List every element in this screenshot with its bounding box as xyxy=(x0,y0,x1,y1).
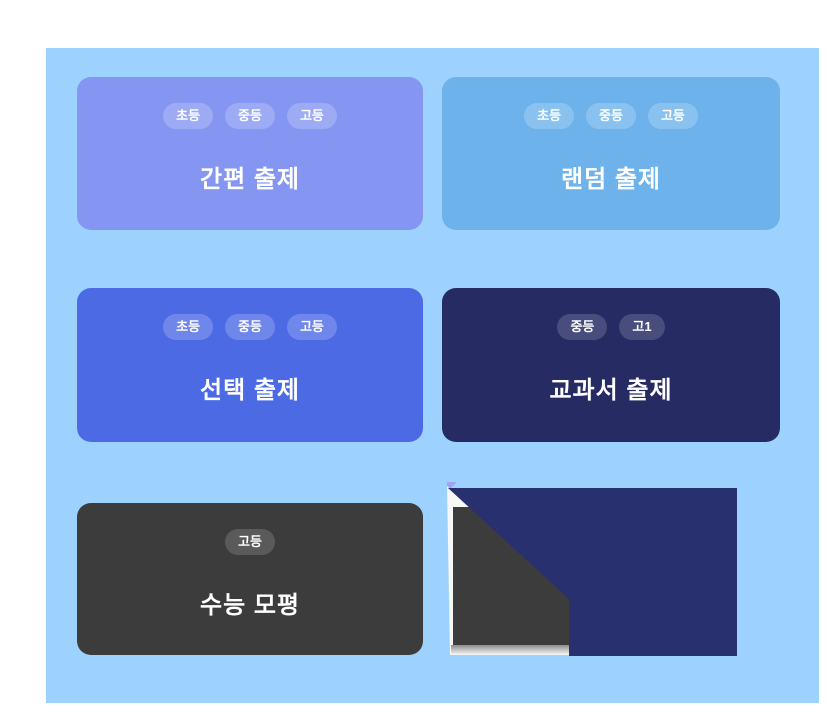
card-title: 선택 출제 xyxy=(200,376,300,404)
level-badge: 중등 xyxy=(557,314,608,340)
badge-row: 초등 중등 고등 xyxy=(524,103,698,129)
card-title: 랜덤 출제 xyxy=(561,165,661,193)
card-title: 교과서 출제 xyxy=(549,376,673,404)
badge-row: 고등 xyxy=(225,529,275,555)
level-badge: 중등 xyxy=(225,314,275,340)
badge-row: 초등 중등 고등 xyxy=(163,103,337,129)
card-csat-mock[interactable]: 고등 수능 모평 xyxy=(77,503,423,655)
broken-image-fade-strip xyxy=(451,645,571,655)
card-title: 수능 모평 xyxy=(200,591,300,619)
level-badge: 고등 xyxy=(286,103,337,129)
level-badge: 고등 xyxy=(286,314,337,340)
menu-panel: 초등 중등 고등 간편 출제 초등 중등 고등 랜덤 출제 초등 중등 고등 선… xyxy=(46,48,819,703)
level-badge: 초등 xyxy=(524,103,575,129)
level-badge: 초등 xyxy=(163,314,214,340)
card-title: 간편 출제 xyxy=(200,165,300,193)
badge-row: 초등 중등 고등 xyxy=(163,314,337,340)
level-badge: 중등 xyxy=(225,103,275,129)
level-badge: 고1 xyxy=(619,314,665,340)
card-random-question[interactable]: 초등 중등 고등 랜덤 출제 xyxy=(442,77,780,230)
broken-image-navy-shape xyxy=(448,488,737,656)
level-badge: 초등 xyxy=(163,103,214,129)
broken-image-gray-shape xyxy=(453,507,569,645)
card-broken-image[interactable] xyxy=(447,482,737,659)
card-select-question[interactable]: 초등 중등 고등 선택 출제 xyxy=(77,288,423,442)
card-simple-question[interactable]: 초등 중등 고등 간편 출제 xyxy=(77,77,423,230)
level-badge: 중등 xyxy=(586,103,636,129)
card-textbook-question[interactable]: 중등 고1 교과서 출제 xyxy=(442,288,780,442)
badge-row: 중등 고1 xyxy=(557,314,665,340)
level-badge: 고등 xyxy=(225,529,275,555)
level-badge: 고등 xyxy=(647,103,698,129)
